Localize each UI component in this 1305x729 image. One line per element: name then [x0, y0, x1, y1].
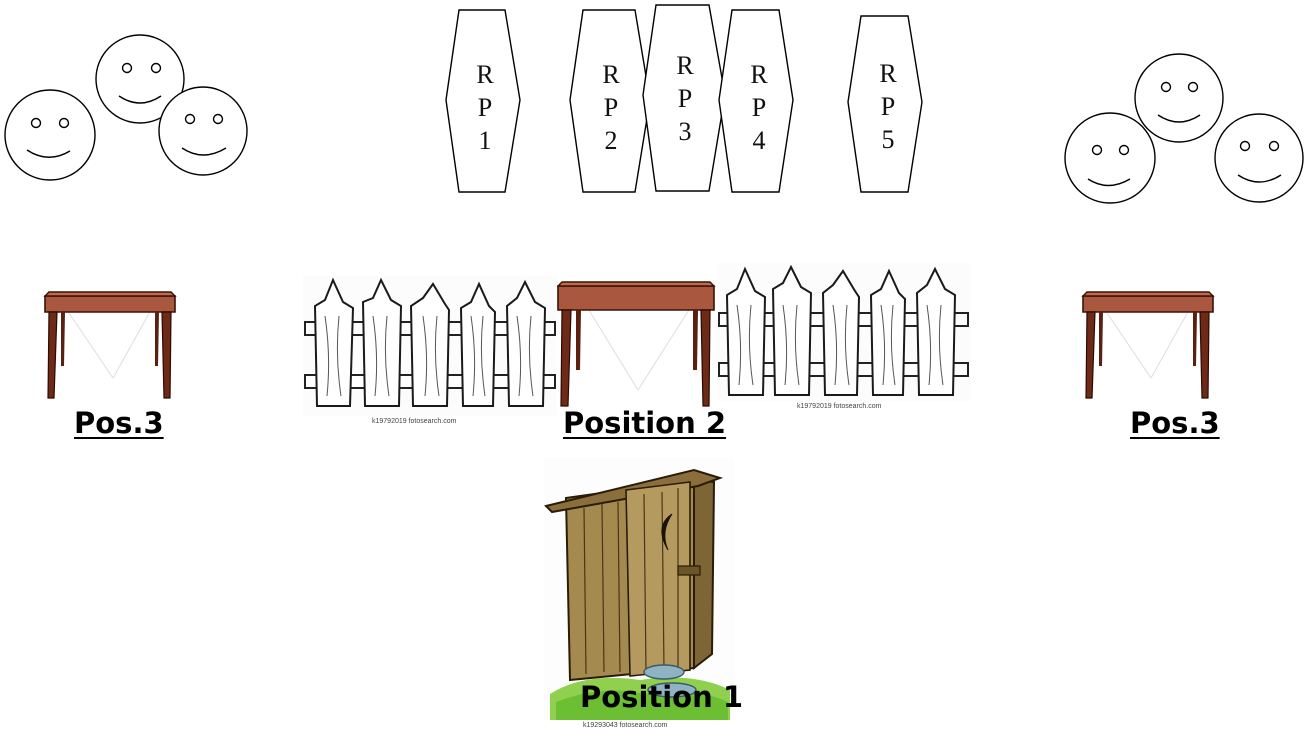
table-center-icon — [556, 281, 716, 407]
position-2-label: Position 2 — [563, 406, 727, 440]
rp-token-3: R P 3 — [642, 4, 726, 192]
rp-token-4-line-1: R — [750, 60, 768, 89]
position-3-label-right: Pos.3 — [1130, 406, 1220, 440]
rp-token-1: R P 1 — [445, 9, 521, 193]
smiley-face-icon — [1134, 53, 1224, 143]
rp-token-4-line-2: P — [752, 93, 766, 122]
rp-token-5-line-2: P — [881, 92, 895, 121]
smiley-face-icon — [95, 34, 185, 124]
smiley-face-icon — [158, 86, 248, 176]
table-right-icon — [1081, 291, 1215, 399]
rp-token-3-line-1: R — [676, 51, 694, 80]
rp-token-1-line-1: R — [476, 60, 494, 89]
fence-left-credit: k19792019 fotosearch.com — [372, 418, 457, 425]
outhouse-credit: k19293043 fotosearch.com — [583, 722, 668, 729]
smiley-face-icon — [1214, 113, 1304, 203]
table-left-icon — [43, 291, 177, 399]
rp-token-2-line-2: P — [604, 93, 618, 122]
rp-token-4-line-3: 4 — [753, 126, 766, 155]
smiley-group-right — [1064, 53, 1304, 204]
smiley-face-icon — [4, 89, 96, 181]
position-3-label-left: Pos.3 — [74, 406, 164, 440]
position-1-label: Position 1 — [580, 680, 744, 714]
rp-token-3-line-3: 3 — [679, 117, 692, 146]
fence-right-credit: k19792019 fotosearch.com — [797, 403, 882, 410]
rp-token-5-line-1: R — [879, 59, 897, 88]
rp-token-5: R P 5 — [847, 15, 923, 193]
rp-token-2: R P 2 — [569, 9, 651, 193]
smiley-group-left — [4, 34, 248, 181]
rp-token-2-line-3: 2 — [605, 126, 618, 155]
smiley-face-icon — [1064, 112, 1156, 204]
fence-left-icon — [303, 276, 557, 416]
outhouse-icon — [544, 458, 734, 720]
rp-token-5-line-3: 5 — [882, 125, 895, 154]
fence-right-icon — [717, 263, 970, 401]
rp-token-2-line-1: R — [602, 60, 620, 89]
rp-token-1-line-2: P — [478, 93, 492, 122]
rp-token-4: R P 4 — [718, 9, 794, 193]
rp-token-1-line-3: 1 — [479, 126, 492, 155]
rp-token-3-line-2: P — [678, 84, 692, 113]
